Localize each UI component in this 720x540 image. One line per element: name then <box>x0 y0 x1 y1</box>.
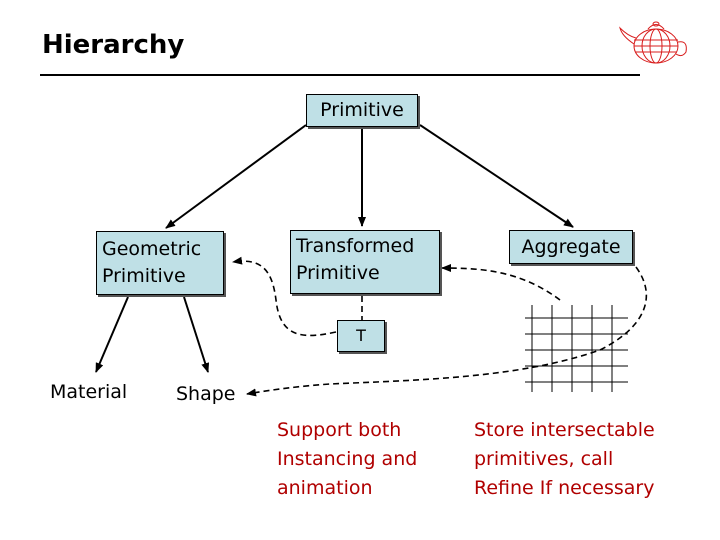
edge-geometric-shape <box>183 296 210 373</box>
node-material: Material <box>50 381 128 403</box>
edge-primitive-aggregate <box>419 124 574 228</box>
node-primitive: Primitive <box>306 94 418 127</box>
edge-primitive-geometric <box>165 124 307 229</box>
note-aggregate: Store intersectable primitives, call Ref… <box>474 419 655 499</box>
title-underline <box>40 74 640 76</box>
link-grid-transformed <box>441 264 561 301</box>
link-transform-geometric <box>232 256 337 337</box>
edge-geometric-material <box>95 296 129 373</box>
note-transformed: Support both Instancing and animation <box>277 419 418 499</box>
node-shape: Shape <box>176 383 236 405</box>
teapot-wireframe-icon <box>619 21 687 64</box>
node-geometric-primitive: Geometric Primitive <box>96 231 224 295</box>
link-aggregate-shape <box>246 266 648 397</box>
node-transformed-primitive: Transformed Primitive <box>290 230 440 294</box>
slide-title: Hierarchy <box>42 30 185 60</box>
node-transform: T <box>337 320 385 352</box>
node-aggregate: Aggregate <box>509 230 633 264</box>
aggregate-grid <box>525 305 628 392</box>
